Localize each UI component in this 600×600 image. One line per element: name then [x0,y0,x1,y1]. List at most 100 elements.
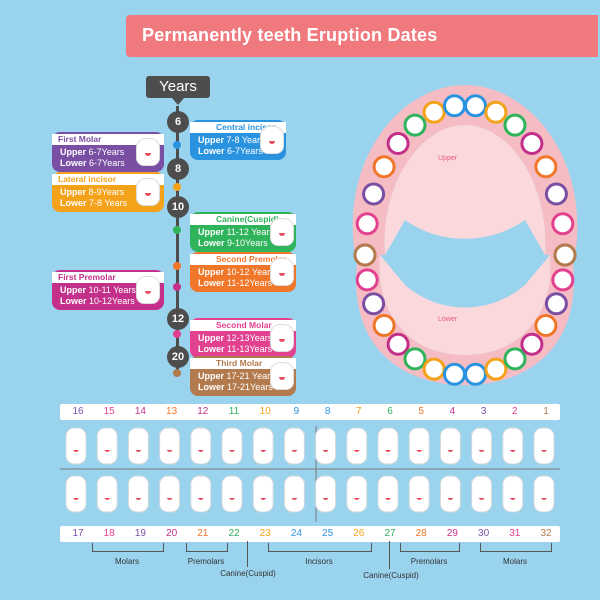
upper-grid-tooth-4 [159,427,181,465]
age-marker-12: 12 [167,308,189,330]
lower-grid-tooth-12 [408,475,430,513]
label-canine-left: Canine(Cuspid) [220,569,276,578]
tooth-number-7: 7 [356,406,362,417]
timeline-dot [173,141,181,149]
tooth-number-8: 8 [324,406,331,417]
lower-grid-tooth-4 [159,475,181,513]
upper-palate [384,125,546,255]
card-lower: Lower 11-13Years [198,344,273,354]
upper-arch-tooth-12 [520,132,544,155]
upper-grid-tooth-15 [502,427,524,465]
label-molars-right: Molars [502,557,527,566]
tooth-mouth [229,450,235,452]
tooth-mouth [229,498,235,500]
tooth-mouth [541,498,547,500]
lower-grid-tooth-13 [439,475,461,513]
upper-arch-tooth-2 [355,212,379,236]
tooth-mouth [197,498,204,500]
dental-arch-diagram [352,85,578,386]
bracket-molars-right [480,543,552,552]
upper-grid-tooth-2 [96,427,118,465]
card-lower: Lower 10-12Years [60,296,135,306]
label-premolars-left: Premolars [187,557,225,566]
lower-grid-tooth-9 [315,475,337,513]
timeline-dot [173,283,181,291]
tooth-number-11: 11 [228,406,240,417]
tooth-number-2: 2 [512,406,518,417]
tooth-number-15: 15 [103,406,115,417]
label-molars-left: Molars [114,557,139,566]
tooth-mouth [478,450,485,452]
years-heading: Years [146,76,210,98]
card-third-molar: Third Molar Upper 17-21 Years Lower 17-2… [190,356,296,396]
tooth-mouth [135,498,142,500]
canine-right-line [389,541,390,569]
upper-arch-tooth-6 [403,113,427,137]
bracket-molars-left [92,543,164,552]
top-number-bar [60,404,560,420]
tooth-mouth [104,498,111,500]
card-upper: Upper 10-12 Years [198,267,275,277]
tooth-number-22: 22 [228,528,240,539]
tooth-number-9: 9 [293,406,300,417]
upper-arch-tooth-7 [422,100,446,124]
lower-arch-tooth-2 [355,268,379,292]
card-upper: Upper 10-11 Years [60,285,136,295]
upper-grid-tooth-12 [408,427,430,465]
card-upper: Upper 12-13Years [198,333,273,343]
tooth-icon [270,362,294,390]
card-canine: Canine(Cuspid) Upper 11-12 Years Lower 9… [190,212,296,252]
lower-arch-tooth-11 [503,347,527,371]
lower-arch-label: Lower [438,316,458,323]
upper-grid-tooth-5 [190,427,212,465]
upper-arch-tooth-9 [464,94,487,118]
tooth-mouth [166,498,173,500]
tooth-number-31: 31 [509,528,521,539]
age-marker-20: 20 [167,346,189,368]
upper-arch-tooth-15 [551,212,575,236]
teeth-grid [60,426,560,522]
upper-grid-tooth-14 [471,427,493,465]
upper-grid-tooth-1 [65,427,87,465]
card-first-premolar: First Premolar Upper 10-11 Years Lower 1… [52,270,164,310]
tooth-number-25: 25 [322,528,334,539]
lower-arch-tooth-7 [422,357,446,381]
tooth-number-21: 21 [197,528,209,539]
tooth-number-24: 24 [290,528,302,539]
card-lateral-incisor: Lateral incisor Upper 8-9Years Lower 7-8… [52,172,164,212]
tooth-mouth [509,450,516,452]
card-upper: Upper 8-9Years [60,187,125,197]
age-marker-10: 10 [167,196,189,218]
tooth-number-5: 5 [418,406,424,417]
tooth-mouth [509,498,516,500]
upper-grid-tooth-11 [377,427,399,465]
tooth-icon [270,258,294,286]
tooth-mouth [73,450,79,452]
lower-grid-tooth-1 [65,475,87,513]
card-first-molar: First Molar Upper 6-7Years Lower 6-7Year… [52,132,164,172]
timeline-line [176,106,179,376]
card-title: Third Molar [190,358,296,369]
tooth-mouth [416,498,423,500]
upper-grid-tooth-9 [315,427,337,465]
lower-arch-tooth-6 [403,347,427,371]
card-central-incisor: Central incisor Upper 7-8 Years Lower 6-… [190,120,286,160]
lower-arch-tooth-13 [534,314,558,337]
tooth-number-1: 1 [543,406,549,417]
card-title: First Molar [52,134,164,145]
tooth-icon [260,126,284,154]
tooth-mouth [322,498,329,500]
tooth-icon [136,276,160,304]
tooth-number-32: 32 [540,528,552,539]
lower-grid-tooth-16 [533,475,555,513]
card-title: Central incisor [190,122,286,133]
tooth-mouth [260,498,267,500]
lower-grid-tooth-3 [127,475,149,513]
tooth-icon [136,138,160,166]
bracket-premolars-left [186,543,228,552]
tooth-number-28: 28 [415,528,427,539]
upper-arch-tooth-4 [372,155,396,179]
card-title: Lateral incisor [52,174,164,185]
tooth-number-23: 23 [259,528,271,539]
lower-arch-tooth-8 [443,362,466,386]
